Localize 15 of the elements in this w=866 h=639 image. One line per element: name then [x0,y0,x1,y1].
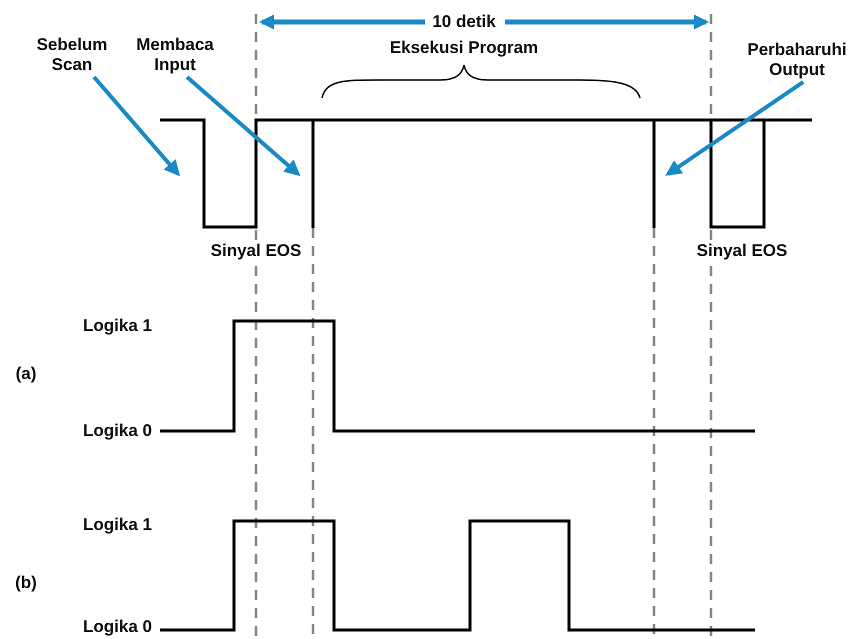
leader-arrow [92,76,180,176]
bracket-label: Eksekusi Program [390,38,538,57]
level-label: Logika 0 [83,421,152,440]
callout-text: Membaca Input [125,35,225,75]
graph-label: (a) [16,364,36,383]
signal-label: Sinyal EOS [210,241,302,260]
level-label: Logika 1 [83,316,152,335]
callout-text: Perbaharuhi Output [735,40,859,80]
level-label: Logika 1 [83,515,152,534]
leader-arrow [665,80,804,176]
callout-text: Sebelum Scan [22,35,122,75]
signal-label: Sinyal EOS [696,241,788,260]
level-label: Logika 0 [83,617,152,636]
graph-label: (b) [15,573,37,592]
leader-arrow [186,76,300,176]
